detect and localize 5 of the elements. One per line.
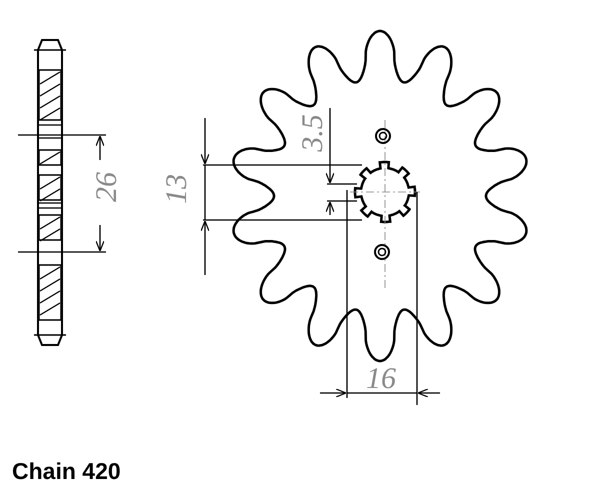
dimension-value: 13 [162, 174, 192, 204]
dimension-value: 3.5 [298, 114, 328, 152]
dimension-value: 26 [92, 172, 122, 202]
dimension-value: 16 [366, 364, 396, 394]
chain-size-caption: Chain 420 [12, 460, 121, 483]
